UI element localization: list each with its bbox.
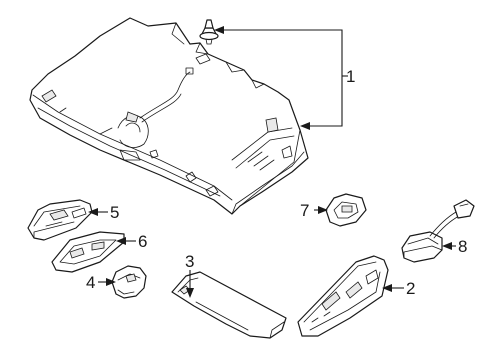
headliner-part[interactable]: [29, 17, 309, 215]
console-bracket-part[interactable]: [297, 255, 389, 337]
sun-visor-part[interactable]: [171, 271, 287, 339]
callout-8: 8: [458, 237, 467, 256]
small-lamp-part[interactable]: [325, 193, 367, 227]
callout-3: 3: [185, 252, 194, 271]
leader-lines: [88, 26, 456, 298]
sensor-part[interactable]: [401, 199, 475, 263]
callout-1: 1: [346, 67, 355, 86]
callout-5: 5: [110, 203, 119, 222]
map-lamp-part[interactable]: [27, 199, 93, 241]
callout-6: 6: [138, 232, 147, 251]
callout-4: 4: [86, 273, 95, 292]
callout-2: 2: [406, 279, 415, 298]
switch-part[interactable]: [111, 265, 147, 299]
push-clip-part[interactable]: [199, 19, 219, 45]
lamp-lens-part[interactable]: [51, 231, 125, 273]
callout-7: 7: [300, 201, 309, 220]
